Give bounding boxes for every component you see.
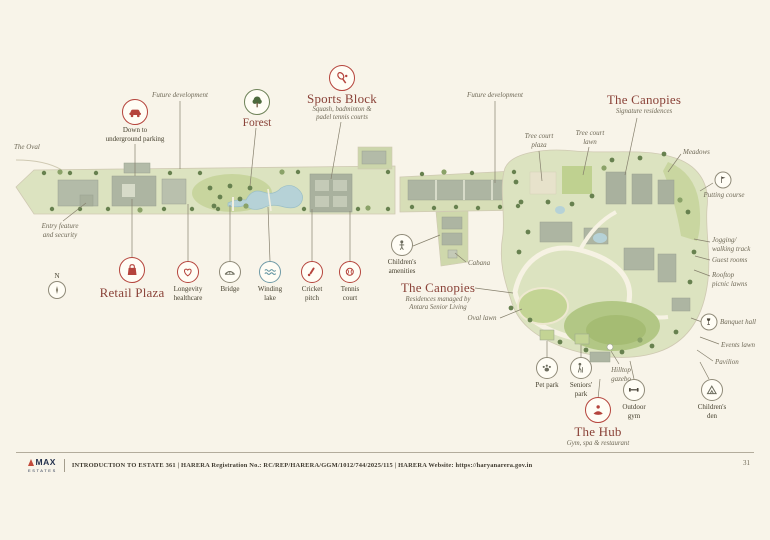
label-meadows: Meadows [683, 148, 710, 156]
label-canopies-top: The Canopies [606, 92, 682, 107]
compass: N [48, 272, 66, 299]
label-children-den: Children's den [697, 403, 727, 420]
label-rooftop-lawns: Rooftop picnic lawns [712, 271, 748, 288]
bridge-icon [219, 261, 241, 283]
tree-dots-light [57, 165, 683, 343]
footer-vertical-divider [63, 458, 65, 472]
label-canopies-mid-sub: Residences managed by Antara Senior Livi… [405, 296, 471, 312]
spa-icon [585, 397, 611, 423]
label-the-hub-sub: Gym, spa & restaurant [566, 440, 630, 447]
paw-icon [536, 357, 558, 379]
waves-icon [259, 261, 281, 283]
tennis-icon [339, 261, 361, 283]
senior-icon [570, 357, 592, 379]
kids-icon [391, 234, 413, 256]
label-jogging-track: Jogging/ walking track [712, 236, 751, 253]
footer-divider [16, 452, 754, 453]
middle-strip-parcel [399, 169, 536, 213]
label-outdoor-gym: Outdoor gym [622, 403, 646, 420]
logo-triangle-icon [28, 459, 34, 466]
cricket-icon [301, 261, 323, 283]
label-tennis-court: Tennis court [340, 285, 360, 302]
label-oval-lawn: Oval lawn [467, 314, 497, 322]
label-sports-block: Sports Block [307, 91, 377, 106]
label-children-amenities: Children's amenities [387, 258, 417, 275]
bag-icon [119, 257, 145, 283]
label-future-development-right: Future development [467, 91, 523, 99]
tree-dots [41, 151, 697, 355]
label-underground-parking: Down to underground parking [105, 126, 165, 143]
label-bridge: Bridge [220, 285, 240, 293]
car-icon [122, 99, 148, 125]
label-cricket-pitch: Cricket pitch [301, 285, 323, 302]
label-canopies-mid: The Canopies [400, 280, 476, 295]
label-retail-plaza: Retail Plaza [99, 285, 165, 300]
tent-icon [701, 379, 723, 401]
leader-lines [62, 101, 720, 400]
max-estates-logo: MAX ESTATES [28, 457, 57, 473]
label-forest: Forest [242, 117, 272, 129]
label-cabana: Cabana [468, 259, 491, 267]
label-pavilion: Pavilion [715, 358, 739, 366]
right-parcel [500, 149, 710, 363]
winding-lake-shape [227, 185, 303, 212]
label-winding-lake: Winding lake [257, 285, 283, 302]
heart-icon [177, 261, 199, 283]
sports-block-building [309, 173, 353, 213]
label-tree-court-lawn: Tree court lawn [575, 129, 605, 146]
logo-secondary-text: ESTATES [28, 468, 57, 473]
compass-icon [48, 281, 66, 299]
label-canopies-top-sub: Signature residences [615, 108, 673, 115]
south-wing [435, 210, 469, 267]
label-putting-course: Putting course [703, 191, 745, 199]
label-events-lawn: Events lawn [721, 341, 756, 349]
label-the-oval: The Oval [14, 143, 40, 151]
label-tree-court-plaza: Tree court plaza [524, 132, 554, 149]
label-the-hub: The Hub [574, 424, 622, 439]
label-pet-park: Pet park [535, 381, 559, 389]
racket-icon [329, 65, 355, 91]
tree-icon [244, 89, 270, 115]
footer-disclaimer-text: INTRODUCTION TO ESTATE 361 | HARERA Regi… [71, 461, 533, 469]
north-connector [357, 146, 393, 170]
footer: MAX ESTATES INTRODUCTION TO ESTATE 361 |… [28, 457, 532, 473]
label-entry-feature: Entry feature and security [41, 222, 79, 239]
label-future-development-left: Future development [152, 91, 208, 99]
label-sports-block-sub: Squash, badminton & padel tennis courts [312, 106, 372, 122]
page-number: 31 [743, 459, 750, 467]
label-seniors-park: Seniors' park [569, 381, 593, 398]
compass-north-label: N [54, 272, 60, 280]
label-guest-rooms: Guest rooms [712, 256, 748, 264]
label-banquet-hall: Banquet hall [720, 318, 756, 326]
flag-icon [714, 171, 732, 189]
logo-primary-text: MAX [35, 457, 56, 467]
glass-icon [700, 313, 718, 331]
label-hilltop-gazebo: Hilltop gazebo [611, 366, 631, 383]
dumbbell-icon [623, 379, 645, 401]
label-longevity: Longevity healthcare [173, 285, 203, 302]
